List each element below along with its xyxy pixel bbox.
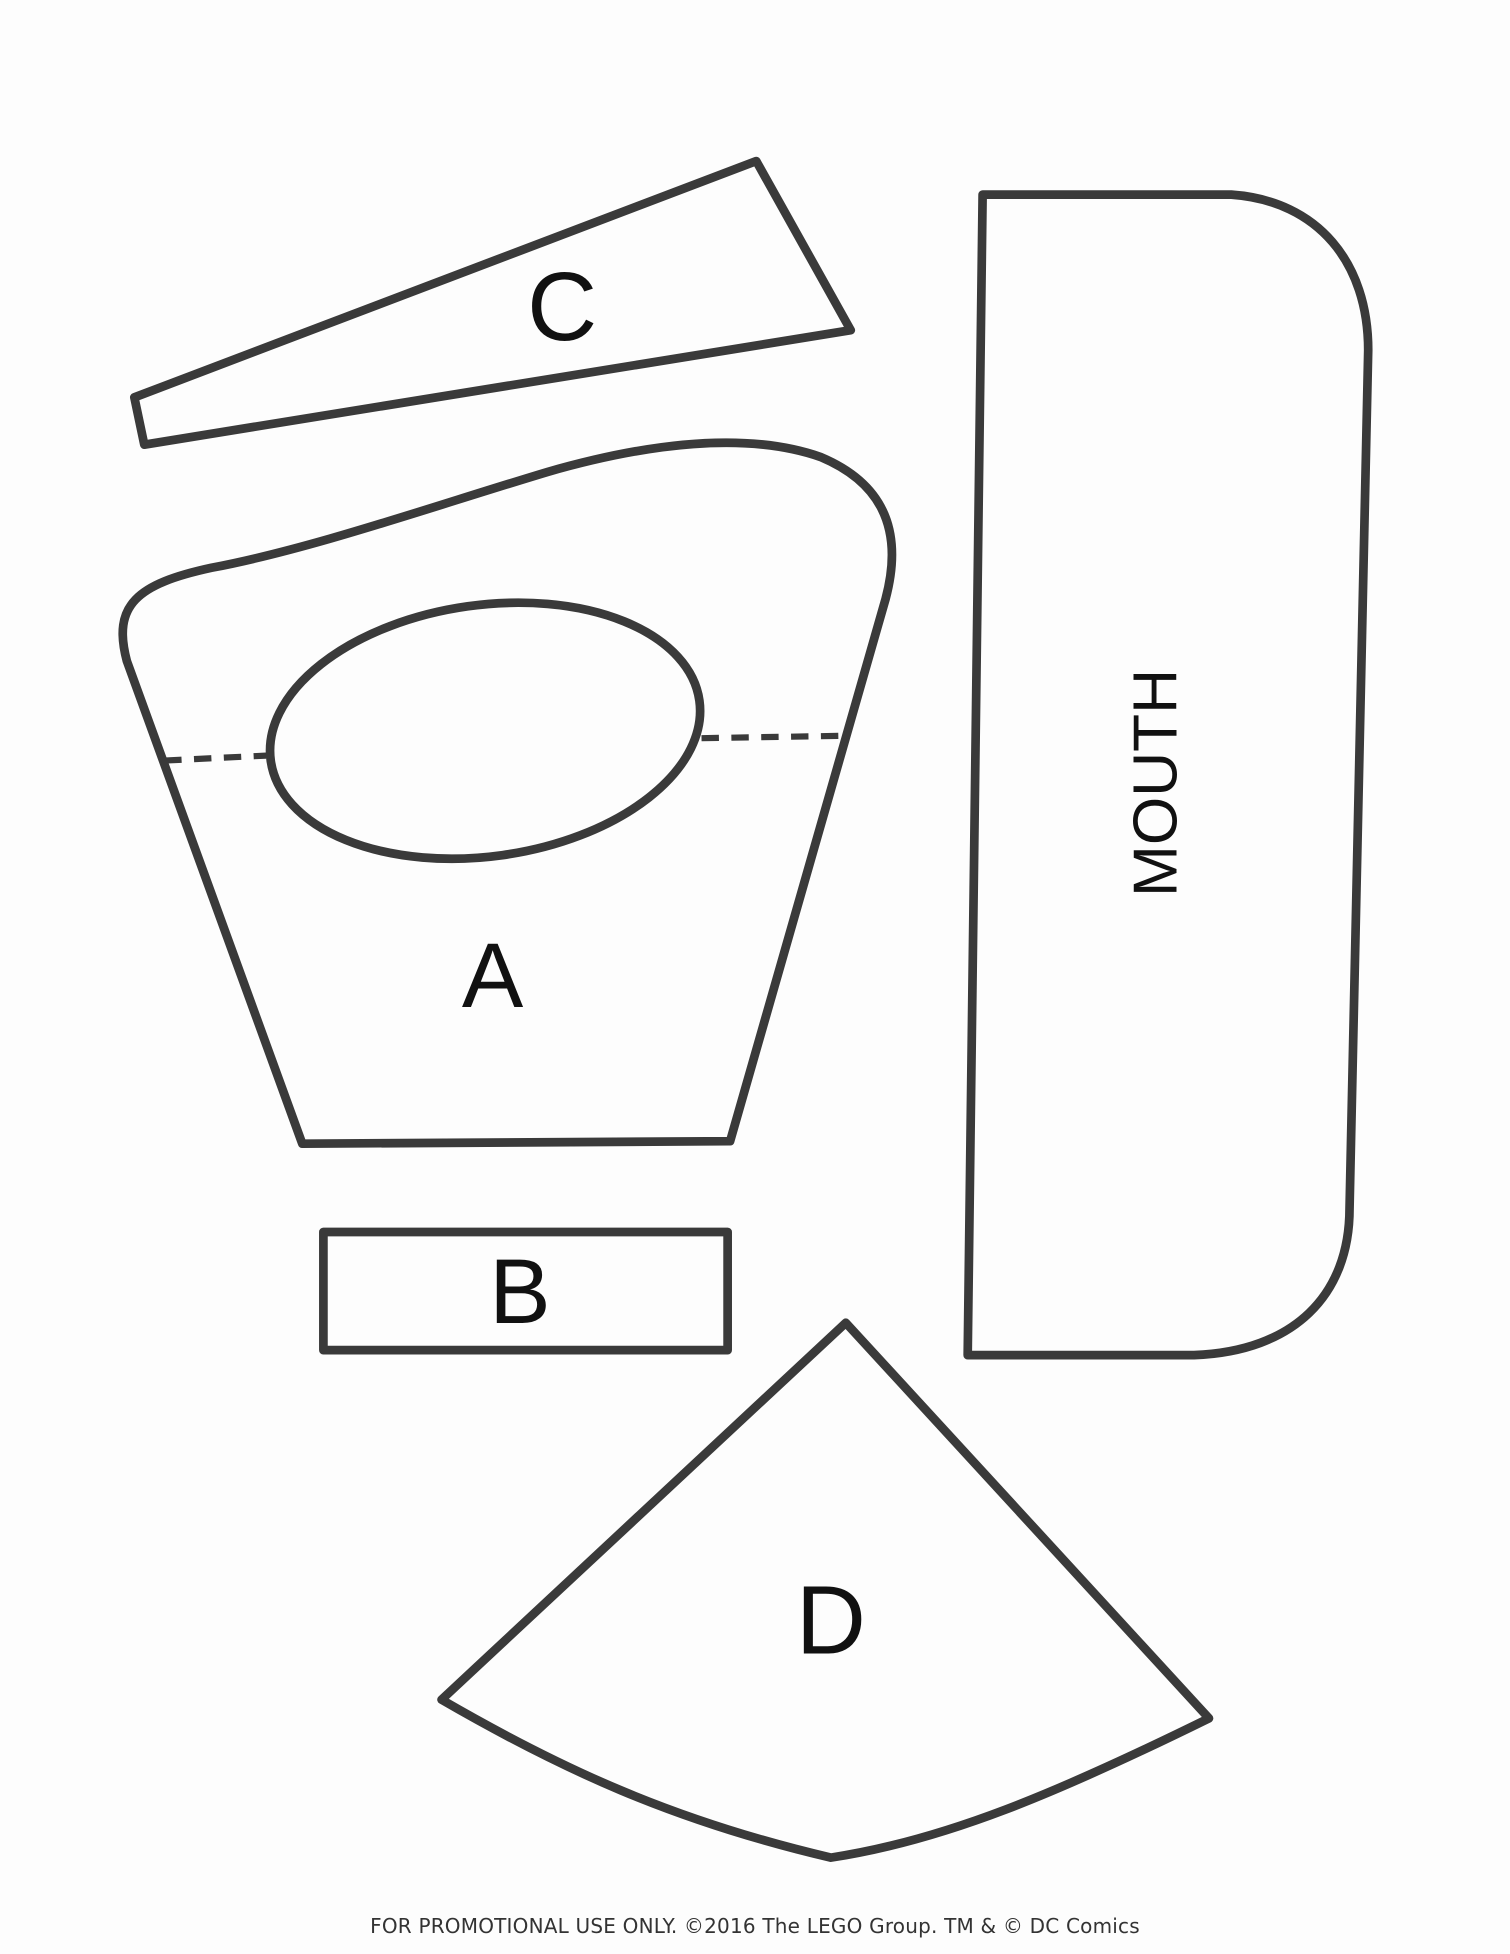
piece-c: C [129, 156, 856, 449]
eye-hole [265, 598, 705, 864]
piece-mouth: MOUTH [963, 190, 1373, 1360]
piece-c-label: C [527, 252, 597, 361]
copyright-footer: FOR PROMOTIONAL USE ONLY. ©2016 The LEGO… [370, 1914, 1140, 1938]
piece-d-label: D [796, 1566, 866, 1675]
piece-a-label: A [462, 924, 524, 1027]
piece-mouth-label: MOUTH [1122, 669, 1191, 897]
piece-d: D [437, 1318, 1214, 1862]
piece-b: B [319, 1227, 732, 1355]
piece-b-label: B [489, 1240, 550, 1343]
piece-a: A [118, 438, 897, 1149]
